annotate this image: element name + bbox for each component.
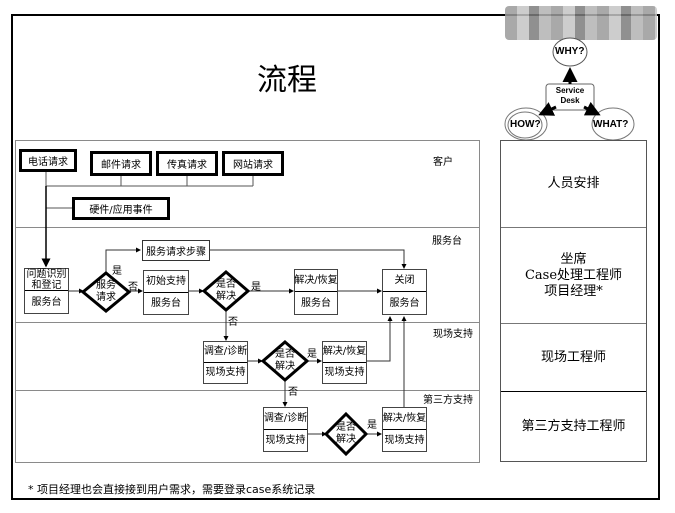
fax-request-box[interactable]: 传真请求 [156,151,218,176]
page-title: 流程 [257,63,317,98]
identify-register-box[interactable]: 问题识别和登记 服务台 [24,268,69,314]
lane-label-service-desk: 服务台 [432,236,462,247]
service-desk-diagram [504,37,635,141]
incident-box[interactable]: 硬件/应用事件 [72,197,170,220]
edge-label-no: 否 [228,317,238,328]
blurred-logo [505,6,657,40]
phone-request-box[interactable]: 电话请求 [19,149,77,172]
role-staffing: 人员安排 [501,141,646,228]
edge-label-yes: 是 [367,420,377,431]
resolve-desk-box[interactable]: 解决/恢复 服务台 [294,269,338,315]
edge-label-no: 否 [288,387,298,398]
decision-resolved-onsite [260,340,310,382]
initial-support-box[interactable]: 初始支持 服务台 [143,270,189,315]
role-service-desk: 坐席 Case处理工程师 项目经理* [501,228,646,324]
swimlane-area [15,140,480,463]
close-box[interactable]: 关闭 服务台 [382,269,427,315]
decision-service-request-label: 服务 请求 [96,280,116,303]
lane-label-onsite: 现场支持 [433,329,473,340]
decision-resolved-third [323,411,369,457]
lane-label-third-party: 第三方支持 [423,395,473,406]
why-label: WHY? [555,46,585,57]
edge-label-no: 否 [128,282,138,293]
resolve-onsite-box[interactable]: 解决/恢复 现场支持 [322,341,367,384]
lane-divider [15,390,480,391]
decision-resolved-desk [201,270,251,312]
lane-divider [15,322,480,323]
decision-resolved-desk-label: 是否 解决 [216,279,236,302]
lane-label-customer: 客户 [433,157,453,168]
edge-label-yes: 是 [112,266,122,277]
email-request-box[interactable]: 邮件请求 [90,151,152,176]
how-label: HOW? [510,119,541,130]
investigate-onsite-box[interactable]: 调查/诊断 现场支持 [203,341,248,384]
resolve-third-box[interactable]: 解决/恢复 现场支持 [382,407,427,452]
decision-resolved-onsite-label: 是否 解决 [275,349,295,372]
service-request-steps-box[interactable]: 服务请求步骤 [142,240,210,261]
role-onsite: 现场工程师 [501,324,646,392]
service-desk-label: Service Desk [555,86,585,105]
edge-label-yes: 是 [251,282,261,293]
slide-frame [11,14,660,500]
roles-column: 人员安排 坐席 Case处理工程师 项目经理* 现场工程师 第三方支持工程师 [500,140,647,462]
investigate-third-box[interactable]: 调查/诊断 现场支持 [263,407,308,452]
lane-divider [15,227,480,228]
role-third-party: 第三方支持工程师 [521,419,626,434]
decision-service-request [80,271,132,313]
what-label: WHAT? [593,119,629,130]
edge-label-yes: 是 [307,349,317,360]
footnote: * 项目经理也会直接接到用户需求，需要登录case系统记录 [28,483,316,496]
decision-resolved-third-label: 是否 解决 [336,422,356,445]
web-request-box[interactable]: 网站请求 [222,151,284,176]
